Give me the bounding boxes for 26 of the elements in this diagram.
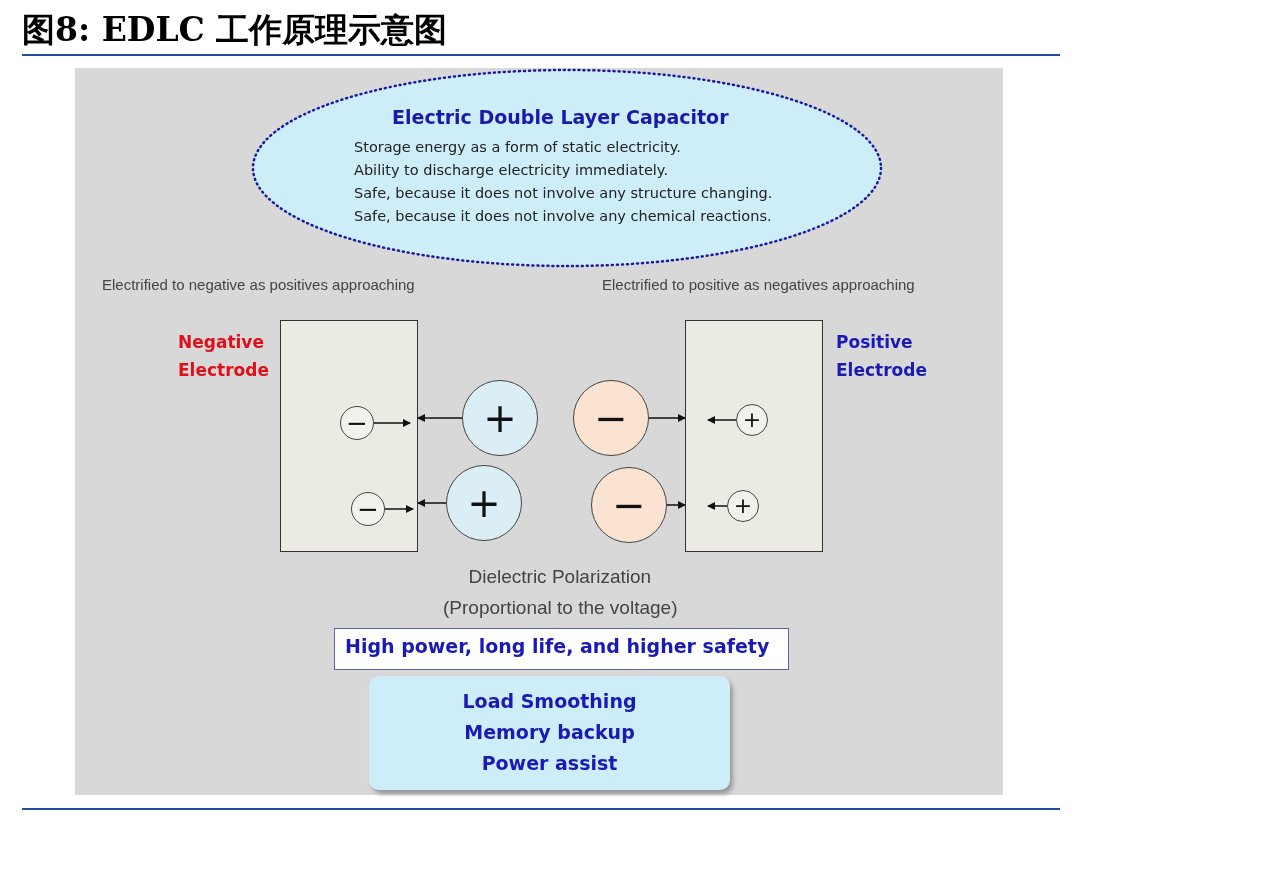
arrow [707,502,728,510]
arrow [384,505,414,513]
arrow [648,414,686,422]
caption-text: Electrified to positive as negatives approaching [602,276,915,293]
arrow [373,419,411,427]
application-box [369,676,730,790]
application-item: Power assist [480,751,619,776]
caption-text: (Proportional to the voltage) [443,597,678,619]
summary-box: High power, long life, and higher safety [334,628,789,670]
application-item: Load Smoothing [461,689,638,714]
arrow [707,416,737,424]
electrode-label: Negative Electrode [178,331,270,382]
arrow [666,501,686,509]
electrode-label: Positive Electrode [836,331,928,382]
caption-text: Electrified to negative as positives approaching [102,276,415,293]
application-item: Memory backup [463,720,636,745]
caption-text: Dielectric Polarization [468,566,652,588]
feature-line: Safe, because it does not involve any chemical reactions. [354,207,773,226]
arrow [417,499,447,507]
arrow [417,414,463,422]
ellipse-heading: Electric Double Layer Capacitor [392,106,730,128]
figure-title: 图8: EDLC 工作原理示意图 [22,9,448,51]
feature-line: Ability to discharge electricity immediately. [354,161,669,180]
info-ellipse [251,68,883,268]
feature-line: Storage energy as a form of static electricity. [354,138,682,157]
feature-line: Safe, because it does not involve any structure changing. [354,184,774,203]
